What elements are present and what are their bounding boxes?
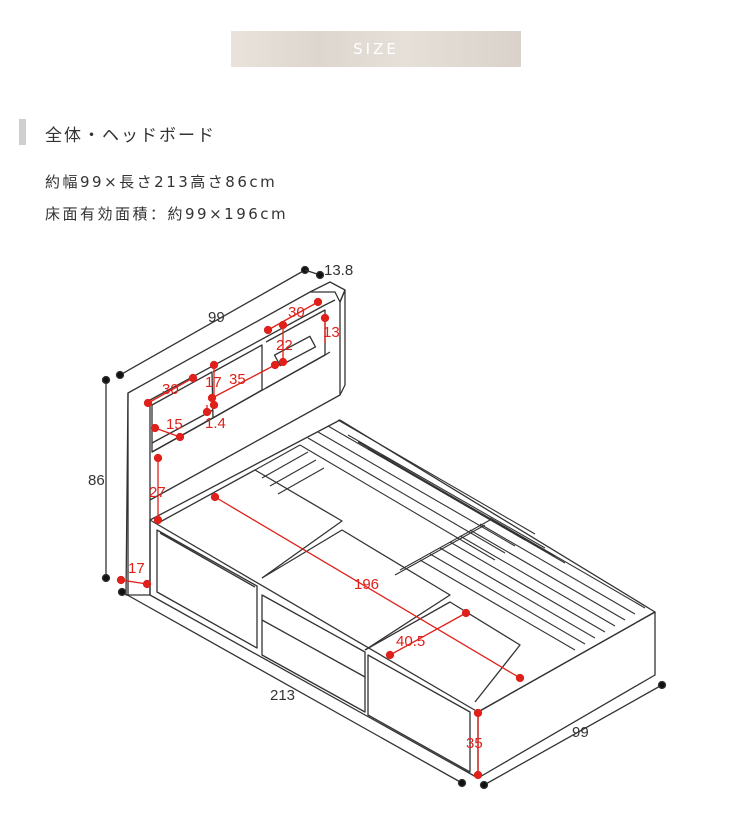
headboard-depth-label: 13.8 <box>324 262 353 279</box>
dim-dot <box>101 375 111 385</box>
shelf-inner-height-label: 17 <box>205 374 222 391</box>
section-accent-bar <box>19 119 26 145</box>
dim-dot <box>315 270 325 280</box>
dim-dot <box>479 780 489 790</box>
right-cap-label: 13 <box>323 324 340 341</box>
frame-height-label: 35 <box>466 735 483 752</box>
dim-dot <box>457 778 467 788</box>
dim-dot <box>101 573 111 583</box>
bed-width-label: 99 <box>572 724 589 741</box>
dim-dot <box>657 680 667 690</box>
black-dimension-lines <box>101 265 667 790</box>
red-dimension-lines <box>116 297 525 780</box>
bed-base <box>149 419 656 779</box>
shelf-right-width-label: 30 <box>288 304 305 321</box>
headboard-width-label: 99 <box>208 309 225 326</box>
overall-size-spec: 約幅99×長さ213高さ86cm <box>45 173 278 191</box>
floor-area-spec: 床面有効面積：約99×196cm <box>45 205 289 223</box>
total-length-label: 213 <box>270 687 295 704</box>
outlet-height-label: 22 <box>276 337 293 354</box>
shelf-span-label: 35 <box>229 371 246 388</box>
shelf-lower-height-label: 15 <box>166 416 183 433</box>
shelf-thickness-label: 1.4 <box>205 415 226 432</box>
size-banner: SIZE <box>231 31 521 67</box>
total-height-label: 86 <box>88 472 105 489</box>
mattress-area-length-label: 196 <box>354 576 379 593</box>
dim-dot <box>115 370 125 380</box>
shelf-left-width-label: 30 <box>162 381 179 398</box>
banner-label: SIZE <box>353 40 399 58</box>
section-title: 全体・ヘッドボード <box>45 126 216 146</box>
bed-slats <box>254 419 646 651</box>
drawer-depth-label: 40.5 <box>396 633 425 650</box>
dim-dot <box>117 587 127 597</box>
base-to-floor-label: 17 <box>128 560 145 577</box>
headboard-panel-height-label: 27 <box>149 484 166 501</box>
